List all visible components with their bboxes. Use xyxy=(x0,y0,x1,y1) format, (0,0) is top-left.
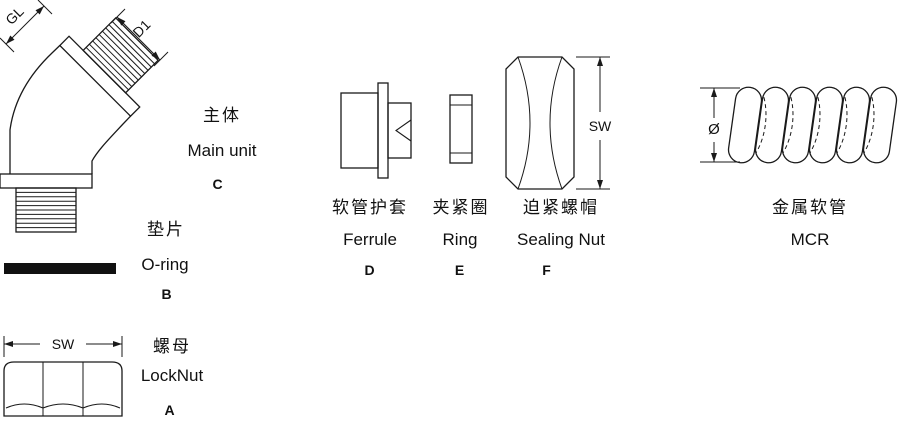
conduit-hidden-lines xyxy=(755,97,875,153)
main-unit-label-en: Main unit xyxy=(187,141,257,160)
ferrule-drawing xyxy=(340,82,412,179)
locknut-drawing xyxy=(3,361,123,417)
sw-arrow xyxy=(597,180,603,189)
ring-drawing xyxy=(449,94,473,164)
ring-label-en: Ring xyxy=(442,230,478,249)
conduit-drawing xyxy=(727,86,898,164)
d1-dimension: D1 xyxy=(110,8,169,67)
main-unit-code: C xyxy=(212,176,224,192)
sealing-nut-label-zh: 迫紧螺帽 xyxy=(523,198,599,217)
sealing-nut-sw-label: SW xyxy=(589,118,612,134)
main-unit-drawing xyxy=(0,16,160,233)
locknut-sw-label: SW xyxy=(52,336,75,352)
d1-dimension-label: D1 xyxy=(129,16,153,40)
gl-arrow xyxy=(35,6,44,15)
ferrule-code: D xyxy=(364,262,376,278)
oring-code: B xyxy=(161,286,173,302)
gl-dimension-label: GL xyxy=(2,3,27,28)
gl-dimension: GL xyxy=(0,0,53,53)
sw-arrow xyxy=(4,341,13,347)
sw-arrow xyxy=(113,341,122,347)
conduit-diameter-label: Ø xyxy=(708,121,720,138)
ferrule-label-zh: 软管护套 xyxy=(332,198,408,217)
locknut-label-en: LockNut xyxy=(140,366,204,385)
ferrule-label-en: Ferrule xyxy=(343,230,397,249)
oring-bar xyxy=(4,263,116,274)
sealing-nut-code: F xyxy=(542,262,552,278)
oring-label-zh: 垫片 xyxy=(147,220,185,239)
sealing-nut-drawing xyxy=(505,56,575,190)
main-unit-label-zh: 主体 xyxy=(203,106,241,125)
d1-arrow xyxy=(117,17,126,26)
sw-arrow xyxy=(597,57,603,66)
gl-arrow xyxy=(6,35,15,44)
conduit-label-en: MCR xyxy=(790,230,830,249)
oring-label-en: O-ring xyxy=(141,255,189,274)
ring-label-zh: 夹紧圈 xyxy=(432,198,490,217)
locknut-label-zh: 螺母 xyxy=(153,337,191,356)
sealing-nut-sw-dimension: SW xyxy=(576,56,612,190)
d1-arrow xyxy=(151,51,160,60)
ring-code: E xyxy=(454,262,466,278)
conduit-label-zh: 金属软管 xyxy=(772,198,848,217)
conduit-diameter-dimension: Ø xyxy=(700,87,740,163)
upper-thread-lines xyxy=(85,21,155,91)
locknut-sw-dimension: SW xyxy=(3,336,123,357)
locknut-code: A xyxy=(164,402,176,418)
diameter-arrow xyxy=(711,153,717,162)
lower-thread-lines xyxy=(16,191,76,229)
sealing-nut-label-en: Sealing Nut xyxy=(517,230,605,249)
diameter-arrow xyxy=(711,88,717,97)
